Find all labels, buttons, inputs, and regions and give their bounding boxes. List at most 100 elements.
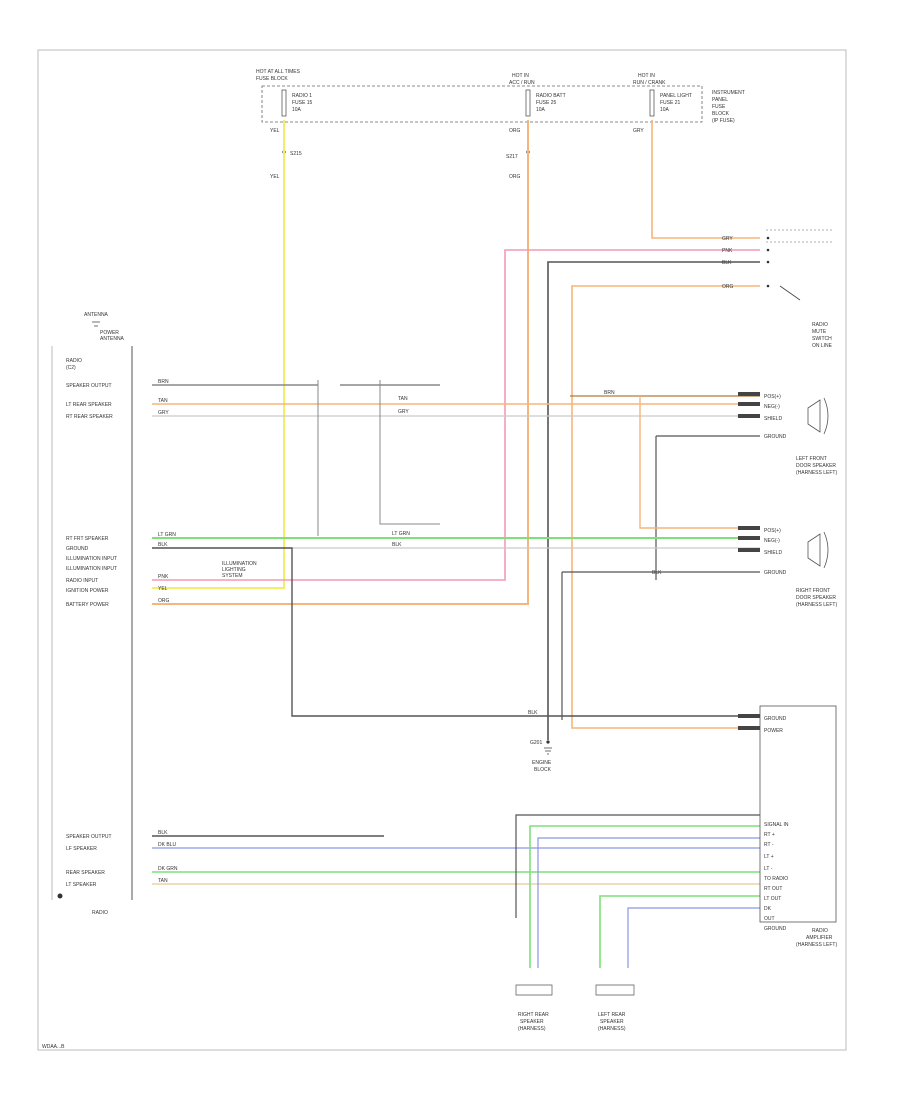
fuse-mid-title-1: HOT IN: [512, 73, 529, 79]
svg-text:GRY: GRY: [158, 410, 169, 416]
svg-text:FUSE 21: FUSE 21: [660, 100, 681, 106]
radio-pin-ground: GROUND: [66, 546, 89, 552]
speaker-front-left: POS(+) NEG(-) SHIELD GROUND LEFT FRONT D…: [738, 392, 837, 476]
wire-orange-amp-power: [571, 285, 760, 729]
fuse-block-note: INSTRUMENT PANEL FUSE BLOCK (IP FUSE): [712, 90, 745, 124]
radio-pin-rt-frt: RT FRT SPEAKER: [66, 536, 109, 542]
svg-text:SPEAKER: SPEAKER: [600, 1019, 624, 1025]
svg-text:LT -: LT -: [764, 866, 773, 872]
svg-text:10A: 10A: [292, 107, 302, 113]
footer-code: WDAA...B: [42, 1044, 65, 1050]
radio-pin-battery: BATTERY POWER: [66, 602, 109, 608]
wire-code-org-top: ORG: [509, 128, 521, 134]
radio-pin-lt-rear: LT REAR SPEAKER: [66, 402, 112, 408]
fuse-right-title-1: HOT IN: [638, 73, 655, 79]
svg-text:NEG(-): NEG(-): [764, 404, 780, 410]
fuse-block-outline: [261, 85, 703, 123]
svg-text:(HARNESS LEFT): (HARNESS LEFT): [796, 602, 837, 608]
svg-text:YEL: YEL: [158, 586, 168, 592]
splice-s2-label: S217: [506, 154, 518, 160]
radio-lower-pin-3: REAR SPEAKER: [66, 870, 105, 876]
wire-code-yel-lower: YEL: [270, 174, 280, 180]
svg-text:LT GRN: LT GRN: [392, 531, 410, 537]
svg-text:RADIO 1: RADIO 1: [292, 93, 312, 99]
svg-text:BLK: BLK: [392, 542, 402, 548]
wire-orange-ignition: [152, 120, 529, 605]
illum-note-3: SYSTEM: [222, 573, 243, 579]
svg-text:GROUND: GROUND: [764, 716, 787, 722]
fuse-block: HOT AT ALL TIMES FUSE BLOCK HOT IN ACC /…: [256, 69, 745, 180]
antenna-icon: [92, 321, 100, 327]
svg-text:GROUND: GROUND: [764, 926, 787, 932]
svg-text:DK: DK: [764, 906, 772, 912]
svg-text:(HARNESS): (HARNESS): [518, 1026, 546, 1032]
svg-text:SHIELD: SHIELD: [764, 550, 782, 556]
wire-orange-panel: [651, 120, 760, 239]
svg-text:BLK: BLK: [652, 570, 662, 576]
svg-text:(IP FUSE): (IP FUSE): [712, 118, 735, 124]
radio-mute-switch: RADIO MUTE SWITCH ON LINE: [766, 229, 833, 349]
svg-text:BLK: BLK: [158, 542, 168, 548]
ground-g201: G201 ENGINE BLOCK: [530, 740, 552, 773]
wire-black-ground: [547, 261, 760, 740]
wire-code-tags: BRN TAN GRY LT GRN BLK PNK YEL ORG BLK D…: [158, 236, 734, 884]
wire-blue-amp-lr-neg: [627, 907, 760, 968]
svg-text:FUSE: FUSE: [712, 104, 726, 110]
speaker-rear-right: RIGHT REAR SPEAKER (HARNESS): [515, 984, 553, 1032]
svg-text:GRY: GRY: [722, 236, 733, 242]
wire-code-yel-top: YEL: [270, 128, 280, 134]
svg-text:BRN: BRN: [604, 390, 615, 396]
svg-text:POS(+): POS(+): [764, 394, 781, 400]
wire-blue-amp-rr-neg: [537, 837, 760, 968]
illum-note-1: ILLUMINATION: [222, 561, 257, 567]
wire-gray-tap-2: [379, 380, 440, 525]
svg-text:TO RADIO: TO RADIO: [764, 876, 788, 882]
fuse-panel-light: PANEL LIGHT FUSE 21 10A: [649, 89, 692, 117]
radio-unit: RADIO (C2) SPEAKER OUTPUT LT REAR SPEAKE…: [51, 346, 257, 916]
switch-label-1: RADIO: [812, 322, 828, 328]
svg-text:RADIO BATT: RADIO BATT: [536, 93, 566, 99]
illum-note-2: LIGHTING: [222, 567, 246, 573]
svg-text:GROUND: GROUND: [764, 570, 787, 576]
antenna-label-3: POWER: [100, 330, 119, 336]
radio-pin-ignition: IGNITION POWER: [66, 588, 109, 594]
svg-text:TAN: TAN: [158, 878, 168, 884]
switch-label-4: ON LINE: [812, 343, 833, 349]
svg-text:LEFT REAR: LEFT REAR: [598, 1012, 626, 1018]
svg-text:ENGINE: ENGINE: [532, 760, 552, 766]
svg-text:PANEL LIGHT: PANEL LIGHT: [660, 93, 692, 99]
switch-label-2: MUTE: [812, 329, 827, 335]
svg-text:LT +: LT +: [764, 854, 774, 860]
svg-text:(HARNESS): (HARNESS): [598, 1026, 626, 1032]
svg-text:(HARNESS LEFT): (HARNESS LEFT): [796, 470, 837, 476]
fuse-mid-title-2: ACC / RUN: [509, 80, 535, 86]
radio-pin-rt-rear: RT REAR SPEAKER: [66, 414, 113, 420]
fuse-left-title-2: FUSE BLOCK: [256, 76, 288, 82]
svg-text:GROUND: GROUND: [764, 434, 787, 440]
radio-title-2: (C2): [66, 365, 76, 371]
fuse-radio-batt: RADIO BATT FUSE 25 10A: [525, 89, 566, 117]
svg-text:(HARNESS LEFT): (HARNESS LEFT): [796, 942, 837, 948]
svg-text:SHIELD: SHIELD: [764, 416, 782, 422]
svg-text:DK BLU: DK BLU: [158, 842, 176, 848]
svg-text:AMPLIFIER: AMPLIFIER: [806, 935, 833, 941]
svg-text:FUSE 25: FUSE 25: [536, 100, 557, 106]
radio-amplifier: GROUND POWER SIGNAL IN RT + RT - LT + LT…: [738, 705, 837, 948]
wire-green-amp-rr-pos: [529, 825, 760, 968]
wire-yellow-battery: [152, 120, 285, 589]
svg-text:DOOR SPEAKER: DOOR SPEAKER: [796, 595, 836, 601]
radio-lower-pin-4: LT SPEAKER: [66, 882, 97, 888]
radio-lower-pin-2: LF SPEAKER: [66, 846, 97, 852]
svg-text:GRY: GRY: [398, 409, 409, 415]
diagram-frame: [37, 49, 847, 1051]
svg-text:BLOCK: BLOCK: [712, 111, 730, 117]
ground-icon: [544, 747, 552, 755]
svg-text:ORG: ORG: [158, 598, 170, 604]
splice-s1-label: S215: [290, 151, 302, 157]
amp-outline: [759, 705, 837, 923]
switch-contact-icon: [779, 285, 801, 301]
svg-text:SPEAKER: SPEAKER: [520, 1019, 544, 1025]
radio-pin-speaker-output: SPEAKER OUTPUT: [66, 383, 112, 389]
svg-text:G201: G201: [530, 740, 542, 746]
wire-code-gry-top: GRY: [633, 128, 644, 134]
